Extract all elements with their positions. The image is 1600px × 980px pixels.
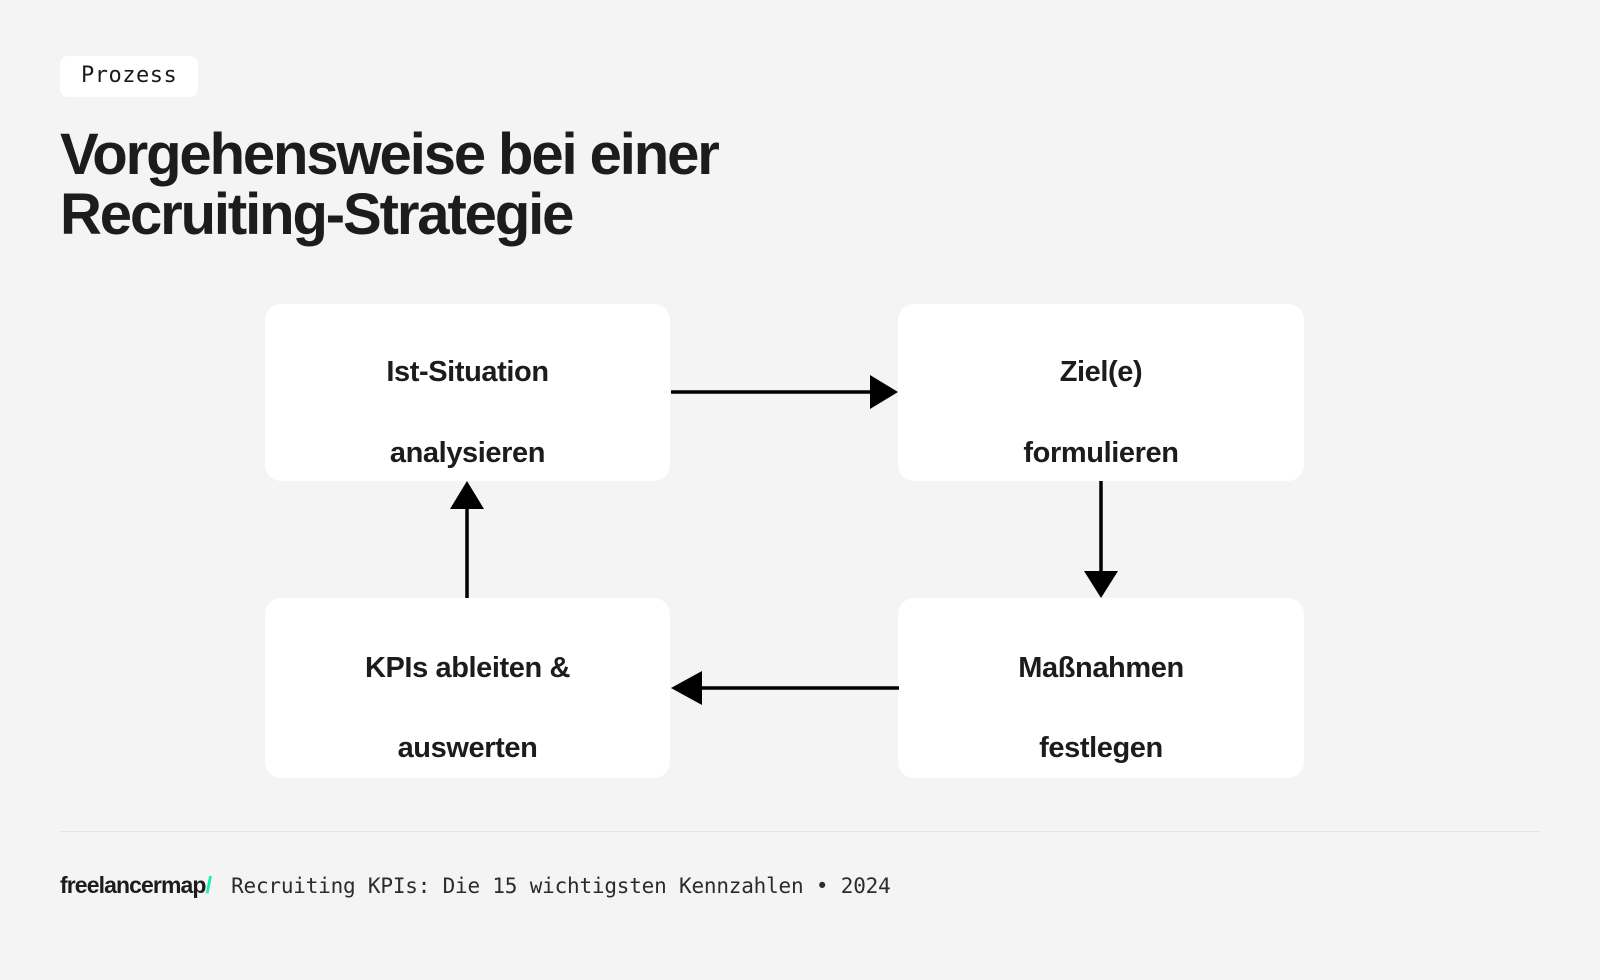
process-node-ziele[interactable]: Ziel(e) formulieren [898, 304, 1304, 481]
page-footer: freelancermap/ Recruiting KPIs: Die 15 w… [60, 872, 891, 899]
process-node-ist-situation[interactable]: Ist-Situation analysieren [265, 304, 670, 481]
node-line-2: analysieren [389, 436, 546, 469]
node-line-1: KPIs ableiten & [364, 651, 571, 684]
freelancermap-logo[interactable]: freelancermap/ [60, 872, 212, 899]
footer-divider [60, 831, 1540, 832]
arrow-up-icon [450, 481, 484, 598]
node-line-1: Maßnahmen [1018, 651, 1184, 684]
process-node-label: Maßnahmen festlegen [998, 608, 1204, 768]
node-line-2: festlegen [1039, 732, 1163, 765]
page-title-line-2: Recruiting-Strategie [60, 181, 574, 247]
process-node-kpis[interactable]: KPIs ableiten & auswerten [265, 598, 670, 778]
node-line-1: Ziel(e) [1059, 356, 1143, 389]
page-title-line-1: Vorgehensweise bei einer [60, 122, 720, 187]
node-line-2: auswerten [397, 732, 538, 765]
category-badge: Prozess [60, 56, 199, 97]
node-line-1: Ist-Situation [386, 356, 549, 389]
process-node-label: KPIs ableiten & auswerten [345, 608, 590, 768]
arrow-down-icon [1084, 481, 1118, 598]
process-node-massnahmen[interactable]: Maßnahmen festlegen [898, 598, 1304, 778]
footer-caption: Recruiting KPIs: Die 15 wichtigsten Kenn… [231, 874, 891, 898]
arrow-right-icon [671, 375, 898, 409]
logo-wordmark: freelancermap [60, 872, 206, 898]
page-title: Vorgehensweise bei einer Recruiting-Stra… [60, 125, 960, 244]
process-node-label: Ist-Situation analysieren [366, 312, 568, 472]
process-node-label: Ziel(e) formulieren [1003, 312, 1198, 472]
page-header: Prozess Vorgehensweise bei einer Recruit… [60, 56, 1060, 244]
logo-slash-icon: / [205, 872, 212, 898]
node-line-2: formulieren [1023, 436, 1179, 469]
arrow-left-icon [671, 671, 899, 705]
